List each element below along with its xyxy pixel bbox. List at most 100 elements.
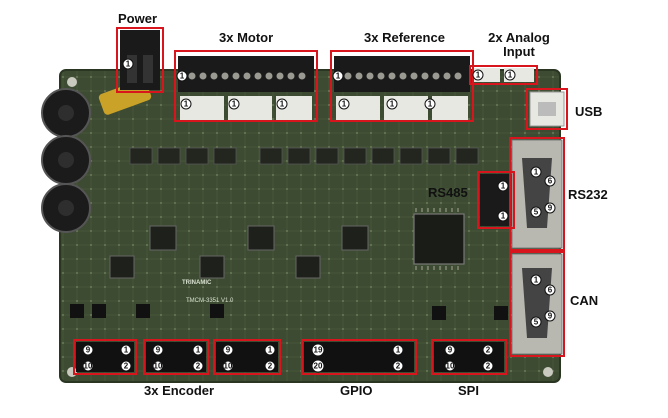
svg-text:1: 1 <box>180 72 185 81</box>
pin-marker: 1 <box>530 274 542 286</box>
pin-marker: 1 <box>180 98 192 110</box>
pin-marker: 1 <box>386 98 398 110</box>
svg-text:1: 1 <box>534 276 539 285</box>
pin-marker: 5 <box>530 316 542 328</box>
jumpers <box>70 304 508 320</box>
svg-text:9: 9 <box>226 346 231 355</box>
pin-marker: 2 <box>264 360 276 372</box>
svg-text:10: 10 <box>154 362 163 371</box>
motor-sub-connectors <box>180 96 312 120</box>
svg-text:20: 20 <box>314 362 323 371</box>
svg-text:2: 2 <box>196 362 201 371</box>
pin-marker: 1 <box>392 344 404 356</box>
svg-text:1: 1 <box>428 100 433 109</box>
mounting-hole <box>67 77 77 87</box>
svg-text:19: 19 <box>314 346 323 355</box>
highlight-gpio <box>301 339 417 375</box>
svg-text:2: 2 <box>268 362 273 371</box>
svg-text:1: 1 <box>232 100 237 109</box>
label-analog: 2x Analog Input <box>488 30 550 59</box>
label-power: Power <box>118 11 158 26</box>
pin-marker: 6 <box>544 175 556 187</box>
svg-text:1: 1 <box>501 182 506 191</box>
mounting-hole <box>543 367 553 377</box>
highlight-encoder-1 <box>73 339 137 375</box>
svg-text:1: 1 <box>390 100 395 109</box>
svg-text:1: 1 <box>396 346 401 355</box>
driver-chips <box>129 147 479 165</box>
pin-marker: 2 <box>120 360 132 372</box>
pin-marker: 1 <box>424 98 436 110</box>
svg-text:1: 1 <box>342 100 347 109</box>
svg-text:9: 9 <box>548 312 553 321</box>
highlight-motor <box>174 50 318 122</box>
pin-marker: 1 <box>497 180 509 192</box>
svg-text:5: 5 <box>534 208 539 217</box>
pin-marker: 2 <box>392 360 404 372</box>
pin-marker: 1 <box>332 70 344 82</box>
pin-marker: 9 <box>544 202 556 214</box>
svg-text:2: 2 <box>486 346 491 355</box>
pin-marker: 10 <box>82 360 94 372</box>
svg-text:10: 10 <box>224 362 233 371</box>
highlight-rs232 <box>509 137 565 251</box>
pin-marker: 1 <box>530 166 542 178</box>
pin-marker: 10 <box>222 360 234 372</box>
pin-marker: 1 <box>497 210 509 222</box>
svg-text:2: 2 <box>124 362 129 371</box>
svg-text:1: 1 <box>280 100 285 109</box>
pin-marker: 6 <box>544 284 556 296</box>
pin-marker: 1 <box>192 344 204 356</box>
svg-text:9: 9 <box>548 204 553 213</box>
label-rs485: RS485 <box>428 185 468 200</box>
highlight-analog <box>469 65 538 85</box>
rs232-db9 <box>511 139 563 249</box>
highlight-rs485 <box>477 171 515 229</box>
label-spi: SPI <box>458 383 479 398</box>
pin-marker: 1 <box>276 98 288 110</box>
svg-text:1: 1 <box>124 346 129 355</box>
pin-marker: 10 <box>444 360 456 372</box>
pin-marker: 2 <box>482 360 494 372</box>
pin-marker: 9 <box>152 344 164 356</box>
highlight-encoder-2 <box>143 339 209 375</box>
svg-text:1: 1 <box>501 212 506 221</box>
svg-text:1: 1 <box>476 71 481 80</box>
board-brand: TRINAMIC <box>182 280 212 286</box>
highlight-spi <box>431 339 507 375</box>
pin-marker: 9 <box>222 344 234 356</box>
highlight-encoder-3 <box>213 339 281 375</box>
pin-marker: 9 <box>82 344 94 356</box>
svg-text:2: 2 <box>486 362 491 371</box>
svg-text:10: 10 <box>84 362 93 371</box>
pin-marker: 1 <box>338 98 350 110</box>
pin-marker: 1 <box>504 69 516 81</box>
reference-sub-connectors <box>336 96 468 120</box>
highlight-power <box>116 27 164 93</box>
svg-text:9: 9 <box>448 346 453 355</box>
pin-marker: 1 <box>228 98 240 110</box>
highlight-reference <box>330 50 474 122</box>
pin-marker: 9 <box>544 310 556 322</box>
motor-terminal-screws <box>188 72 306 80</box>
pin-markers: 1 1 1 1 1 1 1 1 1 1 1 1 1 1 6 5 9 1 6 5 … <box>82 58 556 373</box>
svg-text:2: 2 <box>396 362 401 371</box>
svg-text:1: 1 <box>336 72 341 81</box>
pin-marker: 5 <box>530 206 542 218</box>
label-gpio: GPIO <box>340 383 373 398</box>
pin-marker: 1 <box>472 69 484 81</box>
highlight-can <box>509 251 565 357</box>
board-model: TMCM-3351 V1.0 <box>186 298 234 304</box>
highlight-usb <box>526 88 568 130</box>
motor-driver-ics <box>109 225 369 279</box>
can-db9 <box>511 253 563 355</box>
svg-text:1: 1 <box>534 168 539 177</box>
label-rs232: RS232 <box>568 187 608 202</box>
label-motor: 3x Motor <box>219 30 274 45</box>
label-reference: 3x Reference <box>364 30 445 45</box>
svg-text:1: 1 <box>196 346 201 355</box>
label-encoder: 3x Encoder <box>144 383 215 398</box>
pin-marker: 9 <box>444 344 456 356</box>
microcontroller <box>413 213 465 265</box>
